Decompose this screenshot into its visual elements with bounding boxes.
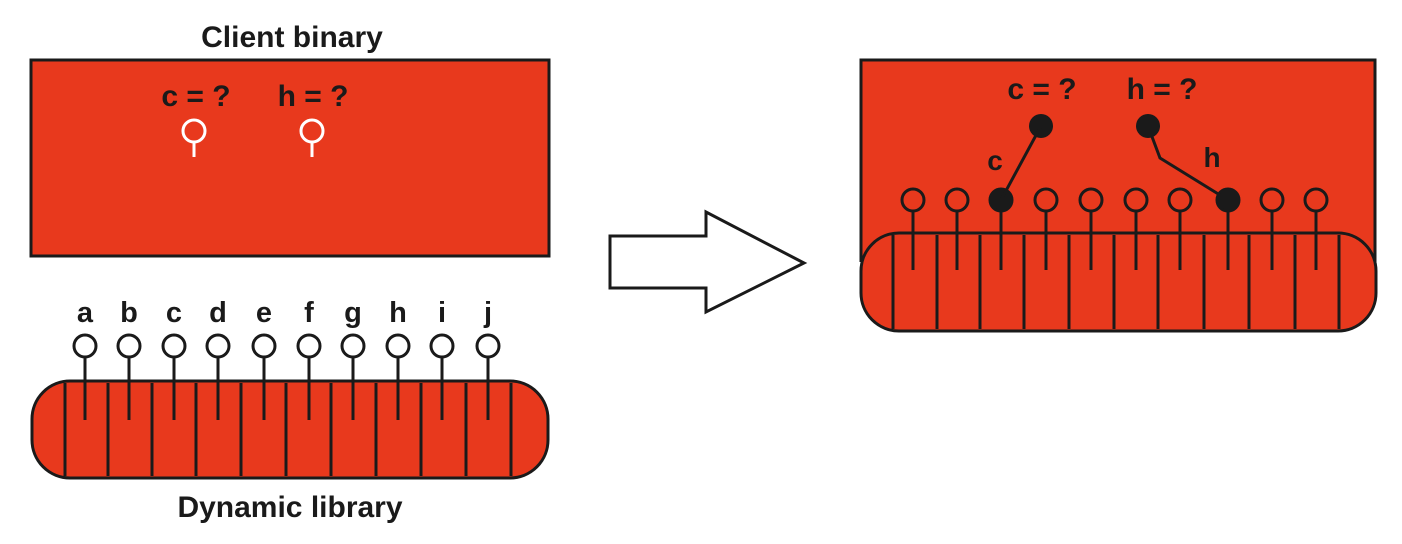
export-label-b: b	[120, 297, 138, 329]
client-binary-box	[29, 58, 551, 258]
linked-export-pin-i	[1259, 187, 1285, 270]
export-label-c: c	[166, 297, 182, 329]
linked-import-c-label: c = ?	[1007, 73, 1076, 106]
export-label-g: g	[344, 297, 362, 329]
client-import-h-socket	[299, 118, 325, 157]
linked-import-h-label: h = ?	[1127, 73, 1198, 106]
export-pin-h	[385, 333, 411, 420]
client-import-c-socket	[181, 118, 207, 157]
export-label-e: e	[256, 297, 272, 329]
export-pin-j	[475, 333, 501, 420]
linked-export-pin-g	[1167, 187, 1193, 270]
link-c	[999, 114, 1053, 201]
export-pin-a	[72, 333, 98, 420]
export-label-d: d	[209, 297, 227, 329]
linked-export-pin-j	[1303, 187, 1329, 270]
export-pin-i	[429, 333, 455, 420]
export-label-h: h	[389, 297, 407, 329]
export-label-a: a	[77, 297, 94, 329]
export-label-i: i	[438, 297, 446, 329]
export-pin-d	[205, 333, 231, 420]
dynamic-library-box	[30, 379, 550, 480]
linked-library-box	[859, 231, 1378, 333]
link-c-label: c	[987, 145, 1003, 176]
export-pin-c	[161, 333, 187, 420]
linked-result: c = ? h = ? c h	[859, 58, 1378, 333]
linked-library-dividers	[891, 235, 1341, 329]
export-label-j: j	[483, 297, 492, 329]
linked-export-pin-d	[1033, 187, 1059, 270]
linked-client-box	[861, 60, 1375, 262]
client-import-h-label: h = ?	[278, 80, 349, 113]
client-binary-title: Client binary	[201, 21, 383, 54]
linked-export-pin-f	[1123, 187, 1149, 270]
right-arrow-icon	[608, 209, 808, 315]
linked-export-pin-a	[900, 187, 926, 270]
linked-export-pin-b	[944, 187, 970, 270]
linked-library-export-pins	[900, 187, 1329, 270]
export-pin-f	[296, 333, 322, 420]
export-pin-b	[116, 333, 142, 420]
dynamic-library-title: Dynamic library	[177, 491, 402, 524]
link-h	[1136, 114, 1229, 202]
export-label-f: f	[304, 297, 314, 329]
linked-export-pin-e	[1078, 187, 1104, 270]
export-pin-e	[251, 333, 277, 420]
dynamic-library-dividers	[63, 383, 513, 476]
client-import-c-label: c = ?	[161, 80, 230, 113]
link-h-label: h	[1203, 142, 1220, 173]
export-pin-g	[340, 333, 366, 420]
dynamic-library-export-pins	[72, 333, 501, 420]
